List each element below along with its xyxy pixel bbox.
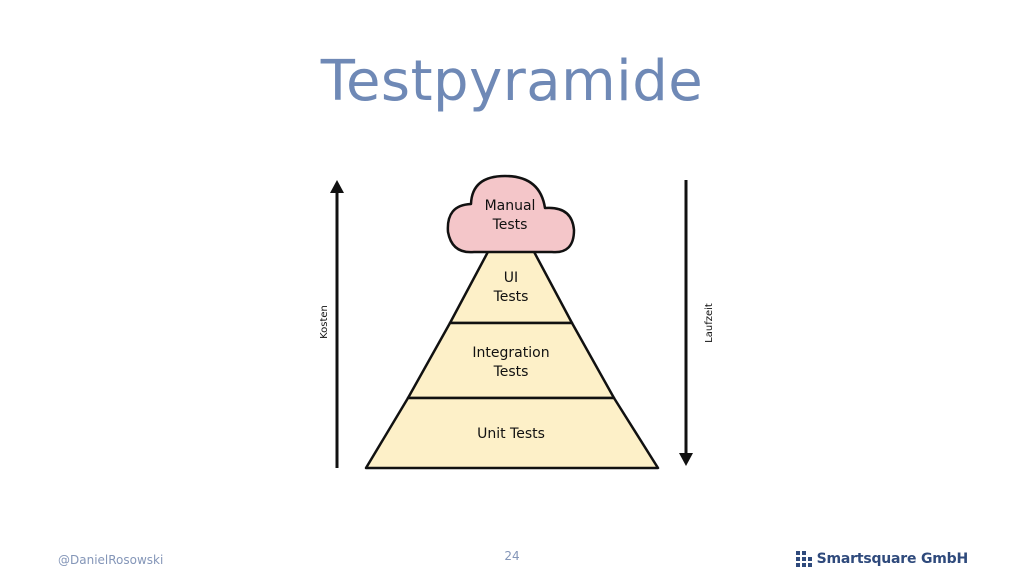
cloud-label-line-1: Manual <box>485 198 536 214</box>
laufzeit-arrow-head-icon <box>679 453 693 466</box>
footer-page-number: 24 <box>504 549 520 563</box>
layer-integration-label-line-1: Integration <box>472 345 549 361</box>
cloud-label-line-2: Tests <box>492 217 528 233</box>
layer-ui-label-line-2: Tests <box>493 289 529 305</box>
slide-title: Testpyramide <box>320 49 704 114</box>
smartsquare-logo-icon <box>795 551 812 567</box>
laufzeit-axis-label: Laufzeit <box>704 303 715 343</box>
layer-unit-label: Unit Tests <box>477 426 545 442</box>
footer-author: @DanielRosowski <box>58 553 164 567</box>
layer-integration-label-line-2: Tests <box>493 364 529 380</box>
kosten-arrow-head-icon <box>330 180 344 193</box>
footer-brand: Smartsquare GmbH <box>795 551 969 567</box>
company-name: Smartsquare GmbH <box>816 551 969 567</box>
pyramid-layer-unit <box>364 396 660 470</box>
manual-tests-cloud <box>446 174 576 254</box>
layer-ui-label-line-1: UI <box>504 270 518 286</box>
kosten-axis-label: Kosten <box>319 305 330 339</box>
